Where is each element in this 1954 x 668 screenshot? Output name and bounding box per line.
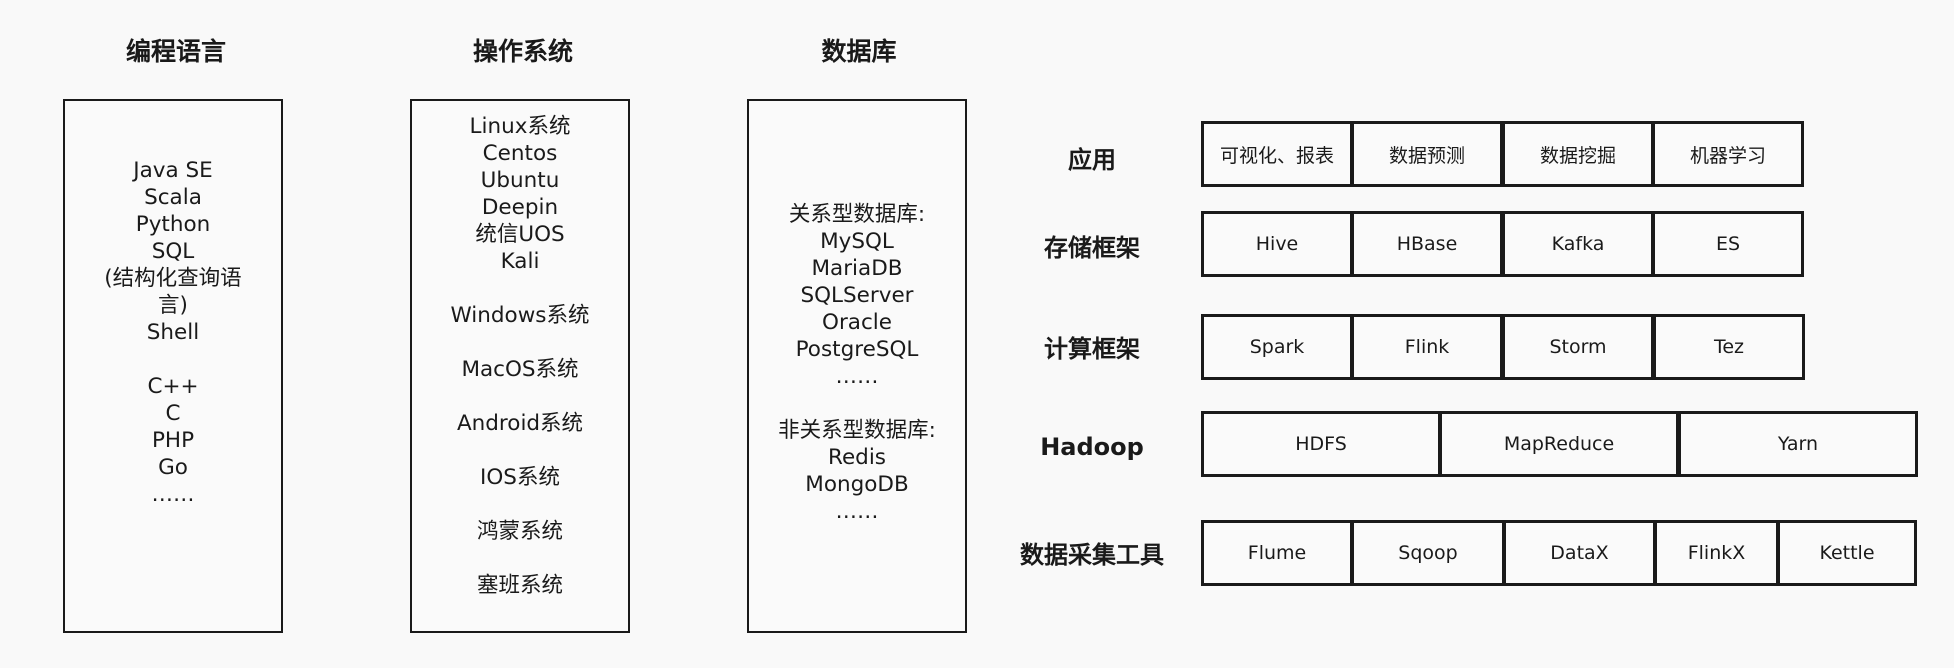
operating-systems-title: 操作系统: [472, 37, 573, 66]
stack-cell: 机器学习: [1652, 121, 1804, 187]
stack-cell: MapReduce: [1439, 411, 1679, 477]
column-item: PHP: [151, 428, 195, 453]
stack-cell: Yarn: [1678, 411, 1918, 477]
column-item: Redis: [827, 445, 887, 470]
column-item: PostgreSQL: [795, 337, 919, 362]
column-item: 关系型数据库:: [788, 202, 926, 227]
column-item: Windows系统: [450, 303, 590, 328]
column-item: Oracle: [822, 310, 892, 335]
column-item: Java SE: [133, 158, 213, 183]
stack-cell: HBase: [1351, 211, 1503, 277]
stack-cell: ES: [1652, 211, 1804, 277]
column-item: Android系统: [456, 411, 584, 436]
column-item: 鸿蒙系统: [476, 519, 563, 544]
column-item: ……: [835, 499, 879, 524]
row-label-hadoop: Hadoop: [1040, 433, 1144, 461]
column-item: Go: [158, 455, 188, 480]
column-item: 言): [158, 293, 188, 318]
stack-cell: Storm: [1502, 314, 1654, 380]
databases-title: 数据库: [821, 37, 897, 66]
stack-cell: 可视化、报表: [1201, 121, 1353, 187]
column-item: Ubuntu: [480, 168, 560, 193]
column-item: Linux系统: [469, 114, 571, 139]
row-label-data-collection-tools: 数据采集工具: [1020, 541, 1164, 569]
column-item: Shell: [146, 320, 200, 345]
column-item: ……: [151, 482, 195, 507]
column-item: ……: [835, 364, 879, 389]
stack-cell: 数据预测: [1351, 121, 1503, 187]
stack-cell: Kettle: [1777, 520, 1917, 586]
row-label-storage-framework: 存储框架: [1044, 234, 1140, 262]
column-item: 塞班系统: [476, 573, 563, 598]
column-item: Centos: [482, 141, 558, 166]
stack-cell: Flink: [1351, 314, 1503, 380]
row-label-compute-framework: 计算框架: [1044, 335, 1140, 363]
stack-cell: FlinkX: [1654, 520, 1779, 586]
column-item: Python: [135, 212, 211, 237]
column-item: MariaDB: [811, 256, 903, 281]
row-label-application: 应用: [1068, 146, 1116, 174]
column-item: SQL: [151, 239, 195, 264]
column-item: IOS系统: [480, 465, 560, 490]
column-item: Deepin: [481, 195, 559, 220]
column-item: MacOS系统: [461, 357, 579, 382]
stack-cell: Hive: [1201, 211, 1353, 277]
column-item: MongoDB: [805, 472, 909, 497]
stack-cell: 数据挖掘: [1502, 121, 1654, 187]
column-item: Scala: [144, 185, 202, 210]
column-item: MySQL: [820, 229, 894, 254]
column-item: C++: [147, 374, 199, 399]
column-item: SQLServer: [800, 283, 914, 308]
column-item: 统信UOS: [475, 222, 565, 247]
stack-cell: HDFS: [1201, 411, 1441, 477]
column-item: (结构化查询语: [104, 266, 242, 291]
stack-cell: Sqoop: [1351, 520, 1505, 586]
stack-cell: Kafka: [1502, 211, 1654, 277]
stack-cell: Flume: [1201, 520, 1353, 586]
stack-cell: DataX: [1503, 520, 1656, 586]
column-item: C: [165, 401, 181, 426]
stack-cell: Spark: [1201, 314, 1353, 380]
column-item: Kali: [500, 249, 540, 274]
column-item: 非关系型数据库:: [778, 418, 936, 443]
programming-languages-title: 编程语言: [125, 37, 226, 66]
stack-cell: Tez: [1653, 314, 1805, 380]
